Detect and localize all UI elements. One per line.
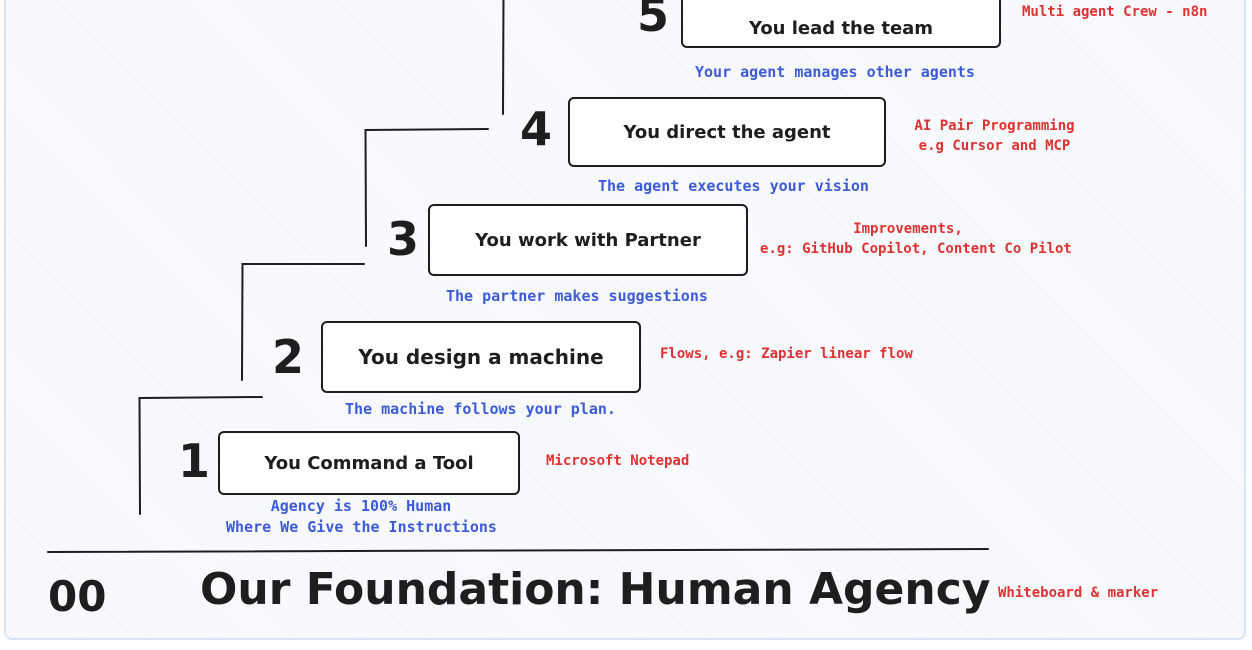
step-3-label: You work with Partner	[475, 229, 701, 251]
step-4-description: The agent executes your vision	[598, 177, 869, 195]
step-1-label: You Command a Tool	[264, 452, 474, 474]
step-4-example-line-1: AI Pair Programming	[914, 118, 1075, 134]
step-4-example-line-2: e.g Cursor and MCP	[918, 138, 1071, 154]
whiteboard-canvas: 5 You lead the team Multi agent Crew - n…	[4, 0, 1246, 640]
step-1-description-line-1: Agency is 100% Human	[270, 497, 452, 515]
step-2-box: You design a machine	[321, 321, 641, 393]
step-3-description: The partner makes suggestions	[446, 287, 708, 305]
staircase-lines	[47, 0, 989, 553]
step-3-box: You work with Partner	[428, 204, 748, 276]
step-3-example: Improvements, e.g: GitHub Copilot, Conte…	[760, 219, 1072, 259]
foundation-title: Our Foundation: Human Agency	[200, 564, 991, 615]
step-3-example-line-1: Improvements,	[853, 221, 963, 237]
step-1-box: You Command a Tool	[218, 431, 520, 495]
step-1-description: Agency is 100% Human Where We Give the I…	[226, 496, 497, 538]
step-5-label: You lead the team	[748, 17, 934, 39]
foundation-number: 00	[48, 572, 107, 621]
step-1-description-line-2: Where We Give the Instructions	[226, 518, 497, 536]
stair-line-2	[241, 263, 365, 381]
step-2-number: 2	[272, 330, 305, 384]
step-5-number: 5	[637, 0, 670, 42]
step-3-example-line-2: e.g: GitHub Copilot, Content Co Pilot	[760, 241, 1072, 257]
step-5-box: You lead the team	[681, 0, 1001, 48]
step-4-example: AI Pair Programming e.g Cursor and MCP	[907, 116, 1082, 156]
stair-line-1	[138, 396, 263, 515]
foundation-line	[47, 548, 989, 553]
stair-line-4	[502, 0, 505, 115]
step-2-label: You design a machine	[358, 345, 604, 369]
step-1-number: 1	[178, 434, 211, 488]
step-5-example: Multi agent Crew - n8n	[1022, 4, 1208, 20]
step-4-label: You direct the agent	[623, 121, 831, 143]
step-1-example: Microsoft Notepad	[546, 453, 690, 469]
step-3-number: 3	[387, 212, 420, 266]
step-4-box: You direct the agent	[568, 97, 886, 167]
foundation-example: Whiteboard & marker	[998, 585, 1159, 601]
step-2-example: Flows, e.g: Zapier linear flow	[660, 346, 913, 362]
step-5-description: Your agent manages other agents	[695, 63, 975, 81]
step-2-description: The machine follows your plan.	[345, 400, 616, 418]
step-4-number: 4	[520, 102, 553, 156]
stair-line-3	[364, 128, 489, 247]
